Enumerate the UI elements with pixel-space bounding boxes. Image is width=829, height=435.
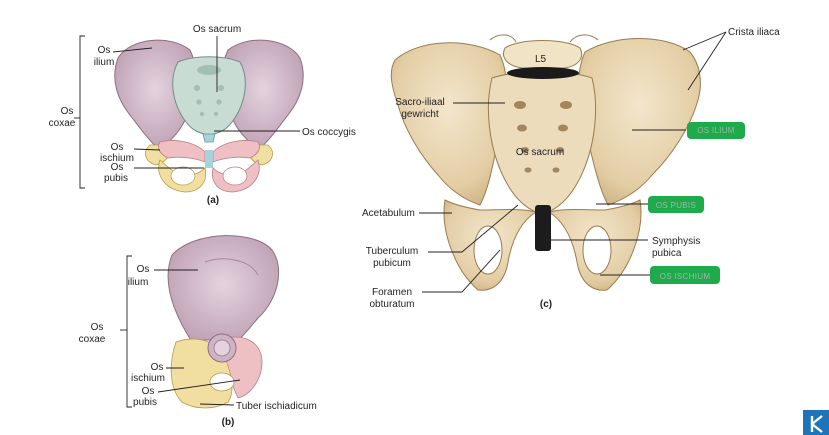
figure-a-pubis-left [158,140,206,163]
figure-c-label-sacro-iliaal-1: Sacro-iliaal [395,97,444,108]
figure-c-highlight-pubis [648,196,704,213]
figure-a-label-os-pubis-2: pubis [104,173,128,184]
figure-c-label-crista-iliaca: Crista iliaca [728,27,780,38]
figure-a-symphysis [205,150,213,168]
figure-c-highlight-pubis-text: OS PUBIS [656,201,696,210]
figure-c-symphysis [535,205,551,251]
figure-c-highlight-ischium-text: OS ISCHIUM [660,272,711,281]
figure-c: L5 Crista iliaca Sacro-iliaal gewricht O… [362,27,780,310]
figure-c-ilium-right [578,38,701,206]
figure-c-label-os-sacrum: Os sacrum [516,147,564,158]
figure-a-label-os-coxae-1: Os [61,106,74,117]
figure-c-label-foramen-2: obturatum [369,299,414,310]
figure-a-label-os-sacrum: Os sacrum [193,24,241,35]
figure-b-label-os-ischium-1: Os [151,362,164,373]
figure-a: Os ilium Os sacrum Os coxae Os ischium O… [49,24,356,206]
figure-b-label-os-ischium-2: ischium [131,373,165,384]
figure-a-label-os-ilium-1: Os [98,45,111,56]
figure-c-label-acetabulum: Acetabulum [362,208,415,219]
figure-c-disc [507,67,579,79]
figure-c-caption: (c) [540,299,552,310]
figure-c-vertebra-l5 [503,40,583,69]
figure-a-caption: (a) [207,195,219,206]
figure-c-highlight-ilium-text: OS ILIUM [697,126,735,135]
figure-b-label-os-pubis-2: pubis [133,397,157,408]
figure-c-label-foramen-1: Foramen [372,287,412,298]
figure-c-label-sacro-iliaal-2: gewricht [401,109,438,120]
figure-a-sacrum [172,56,246,136]
figure-c-label-tuberculum-1: Tuberculum [366,246,418,257]
figure-b-label-os-coxae-1: Os [91,322,104,333]
figure-b-label-tuber-ischiadicum: Tuber ischiadicum [236,401,317,412]
figure-c-label-symphysis-2: pubica [652,248,682,259]
figure-a-label-os-ischium-1: Os [111,142,124,153]
figure-a-label-os-coxae-2: coxae [49,118,76,129]
figure-c-ilium-left [390,42,507,206]
figure-b-caption: (b) [222,417,235,428]
figure-a-coccyx [202,133,216,143]
figure-c-label-symphysis-1: Symphysis [652,236,700,247]
figure-c-highlight-ischium [650,266,720,284]
figure-b-label-os-pubis-1: Os [142,386,155,397]
figure-a-label-os-ischium-2: ischium [100,153,134,164]
figure-b-label-os-coxae-2: coxae [79,334,106,345]
figure-a-label-os-pubis-1: Os [111,162,124,173]
figure-c-vertebra-label: L5 [535,54,547,65]
figure-a-pubis-right [212,140,260,163]
figure-c-highlight-ilium [687,122,745,139]
corner-logo [803,410,829,435]
figure-c-label-tuberculum-2: pubicum [373,258,411,269]
figure-b-label-os-ilium-2: ilium [128,277,149,288]
figure-b-label-os-ilium-1: Os [137,264,150,275]
figure-b: Os ilium Os coxae Os ischium Os pubis Tu… [79,235,317,428]
figure-a-label-os-coccygis: Os coccygis [302,127,356,138]
figure-b-ilium [167,235,279,346]
figure-a-label-os-ilium-2: ilium [94,57,115,68]
figure-c-sacrum [487,71,597,215]
